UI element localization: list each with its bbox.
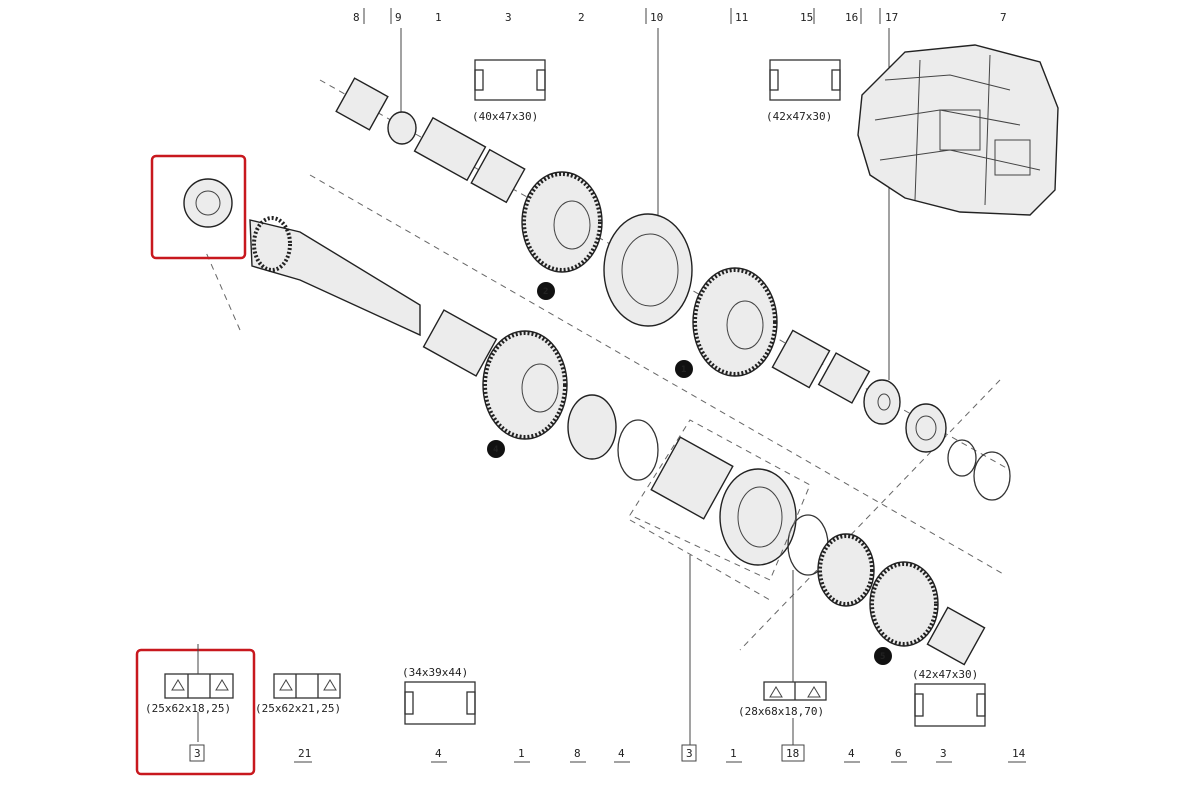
callout: 5 [874,647,892,665]
bottom-ref-label: 18 [786,747,799,760]
bearing-size-label: (42x47x30) [912,668,978,681]
callout-number: 5 [880,652,885,662]
top-ref-label: 2 [578,11,585,24]
top-ref-label: 7 [1000,11,1007,24]
bottom-ref-label: 4 [618,747,625,760]
callout-number: 4 [493,445,499,455]
bearing-size-label: (42x47x30) [766,110,832,123]
upper-shaft-parts [335,77,1011,501]
angular-bearing-icon [763,681,827,701]
angular-bearing-icon [273,673,341,699]
bearing-size-label: (25x62x18,25) [145,702,231,715]
bottom-ref-label: 14 [1012,747,1026,760]
top-bracket-ticks [363,8,881,24]
bottom-ref-label: 4 [435,747,442,760]
bottom-ref-label: 21 [298,747,311,760]
top-ref-label: 17 [885,11,898,24]
top-ref-label: 10 [650,11,663,24]
bearing-size-label: (25x62x21,25) [255,702,341,715]
callout: 2 [537,282,555,300]
gearbox-housing [857,44,1059,216]
bottom-ref-label: 8 [574,747,581,760]
bearing-size-label: (40x47x30) [472,110,538,123]
top-ref-label: 1 [435,11,442,24]
top-bearing-icon [474,59,546,101]
callout-number: 1 [681,365,686,375]
bottom-reference-labels: 3 21 4 1 8 4 3 1 18 4 6 3 14 [189,744,1026,762]
bottom-ref-label: 1 [518,747,525,760]
lower-shaft-parts [183,178,986,666]
top-ref-label: 9 [395,11,402,24]
roller-bearing-icon [914,683,986,727]
top-ref-label: 11 [735,11,748,24]
top-ref-label: 8 [353,11,360,24]
top-bearing-icon [769,59,841,101]
callout: 1 [675,360,693,378]
callout-number: 2 [543,287,548,297]
highlight-box-bearing-icon [135,648,256,776]
top-ref-label: 16 [845,11,858,24]
top-ref-label: 3 [505,11,512,24]
top-reference-labels: 8 9 1 3 2 10 11 15 16 17 7 [353,11,1007,24]
roller-bearing-icon [404,681,476,725]
bearing-size-label: (28x68x18,70) [738,705,824,718]
angular-bearing-icon [164,673,234,699]
highlight-box-bearing [150,154,247,260]
bottom-ref-label: 6 [895,747,902,760]
callout: 4 [487,440,505,458]
bottom-ref-label: 3 [940,747,947,760]
bottom-ref-label: 3 [686,747,693,760]
bottom-ref-label: 4 [848,747,855,760]
top-ref-label: 15 [800,11,813,24]
bearing-size-label: (34x39x44) [402,666,468,679]
bottom-ref-label: 1 [730,747,737,760]
bottom-ref-label: 3 [194,747,201,760]
